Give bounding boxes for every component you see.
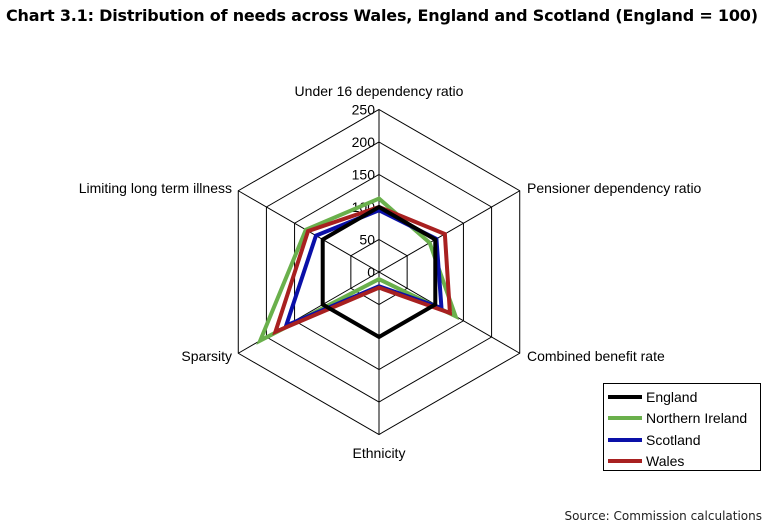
legend-swatch: [608, 459, 642, 464]
tick-label: 0: [367, 264, 375, 280]
axis-label: Ethnicity: [353, 445, 406, 461]
legend-item: England: [608, 386, 760, 408]
axis-spoke: [378, 190, 520, 273]
axis-label: Limiting long term illness: [79, 180, 232, 196]
legend-swatch: [608, 437, 642, 442]
chart-title: Chart 3.1: Distribution of needs across …: [6, 6, 758, 25]
legend-swatch: [608, 416, 642, 421]
tick-label: 50: [359, 232, 375, 248]
legend-item: Wales: [608, 451, 760, 473]
legend-label: Scotland: [646, 431, 701, 448]
tick-label: 250: [352, 102, 376, 118]
legend-item: Northern Ireland: [608, 408, 760, 430]
legend-label: Wales: [646, 453, 685, 470]
series-wales: [272, 204, 453, 336]
legend-item: Scotland: [608, 429, 760, 451]
axis-label: Under 16 dependency ratio: [295, 83, 464, 99]
tick-label: 150: [352, 167, 376, 183]
series-northern-ireland: [256, 196, 460, 345]
source-note: Source: Commission calculations: [564, 509, 762, 523]
legend-label: Northern Ireland: [646, 410, 748, 427]
tick-label: 200: [352, 134, 376, 150]
axis-label: Sparsity: [181, 348, 232, 364]
axis-label: Pensioner dependency ratio: [527, 180, 702, 196]
legend-label: England: [646, 388, 698, 405]
axis-label: Combined benefit rate: [527, 348, 665, 364]
legend-swatch: [608, 394, 642, 399]
series-england: [320, 204, 438, 340]
